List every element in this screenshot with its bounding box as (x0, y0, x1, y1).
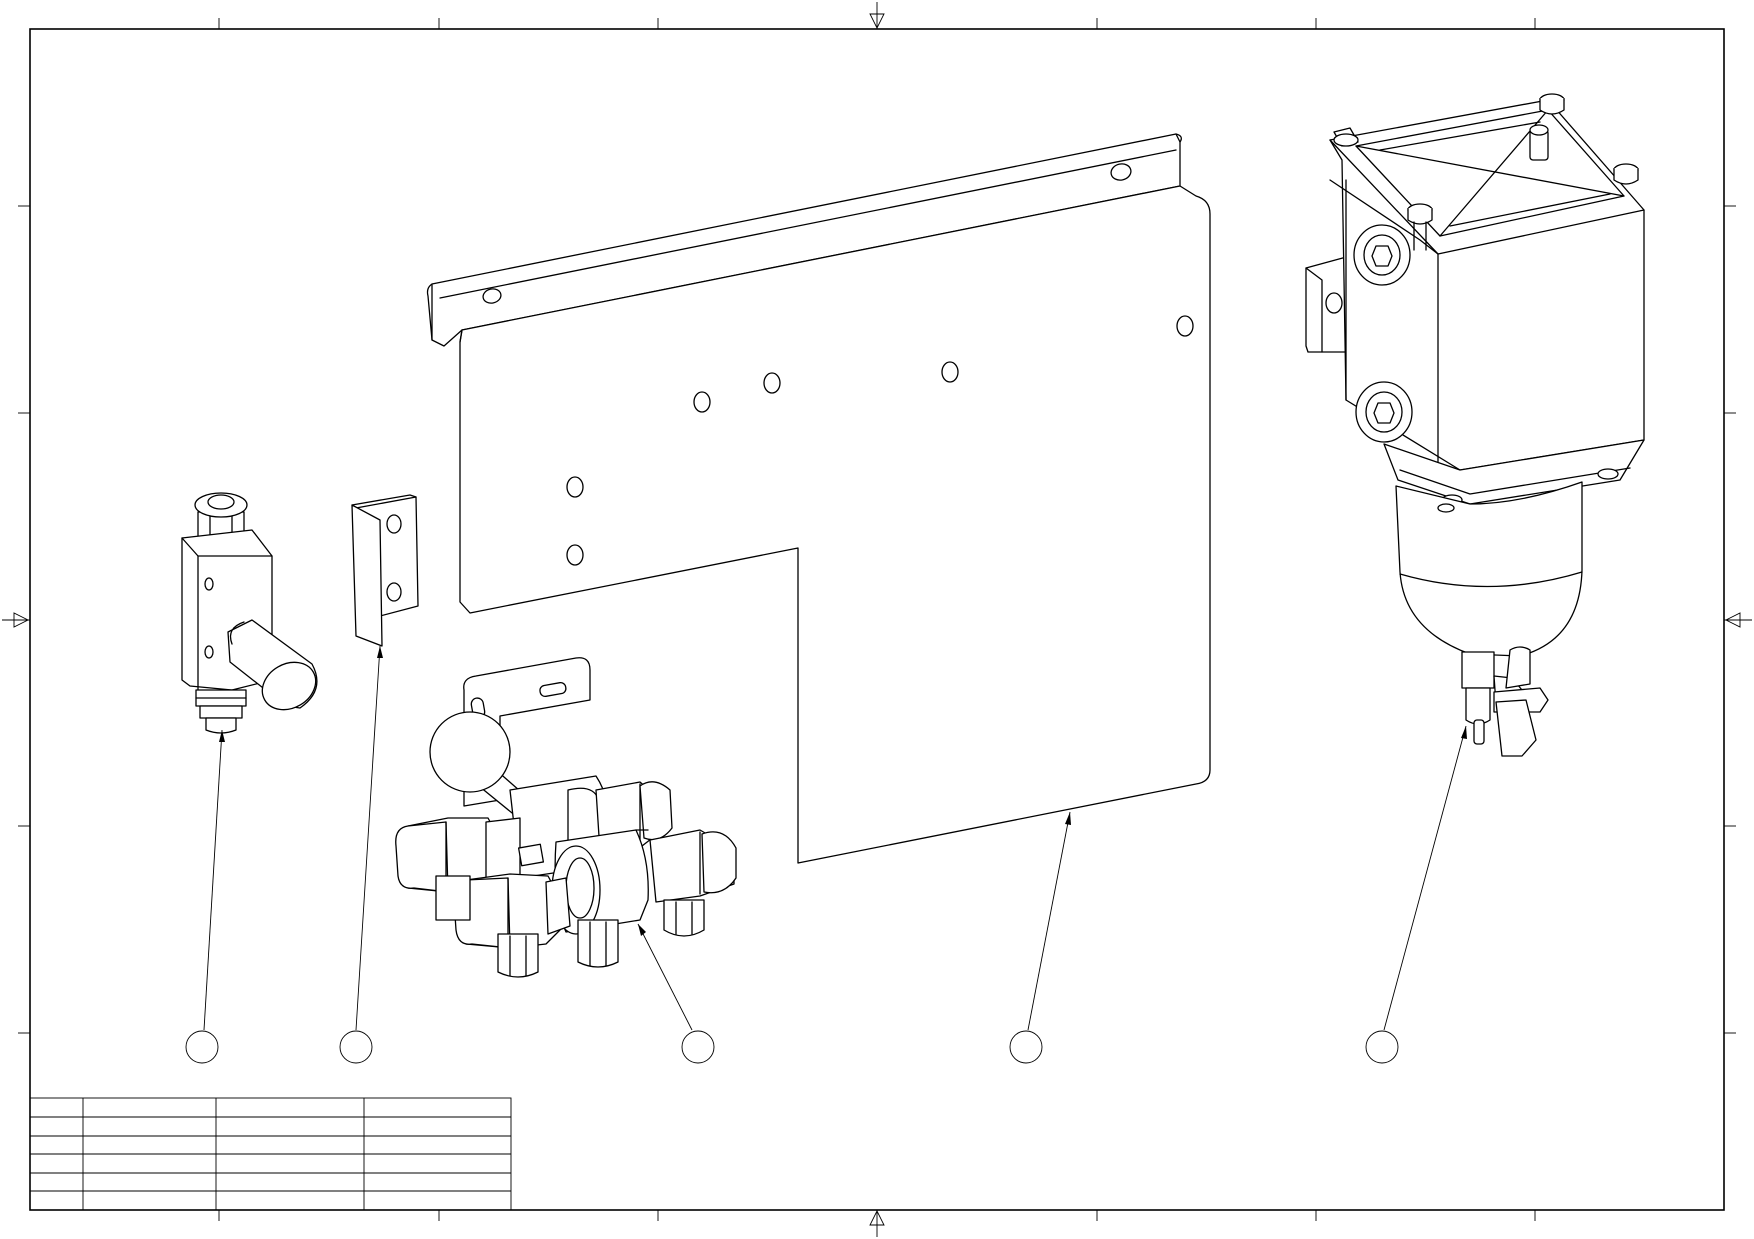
mounting-plate (426, 133, 1211, 864)
filter-port-upper (1353, 224, 1411, 286)
balloon-4 (1009, 811, 1071, 1064)
balloon-3 (637, 923, 715, 1064)
selector-valve-assembly (395, 657, 737, 978)
filter-assembly (1305, 93, 1645, 757)
centering-mark-top (869, 2, 885, 30)
filter-port-lower (1355, 381, 1413, 443)
centering-mark-bottom (869, 1209, 885, 1237)
balloon-2 (339, 645, 383, 1064)
balloon-1 (185, 729, 225, 1064)
centering-mark-right (1724, 612, 1752, 628)
head-bolts (1333, 93, 1639, 251)
angle-bracket (351, 494, 419, 647)
parts-list-table (29, 1097, 512, 1211)
centering-mark-left (2, 612, 30, 628)
balloon-5 (1365, 725, 1467, 1064)
valve-block (181, 492, 318, 734)
